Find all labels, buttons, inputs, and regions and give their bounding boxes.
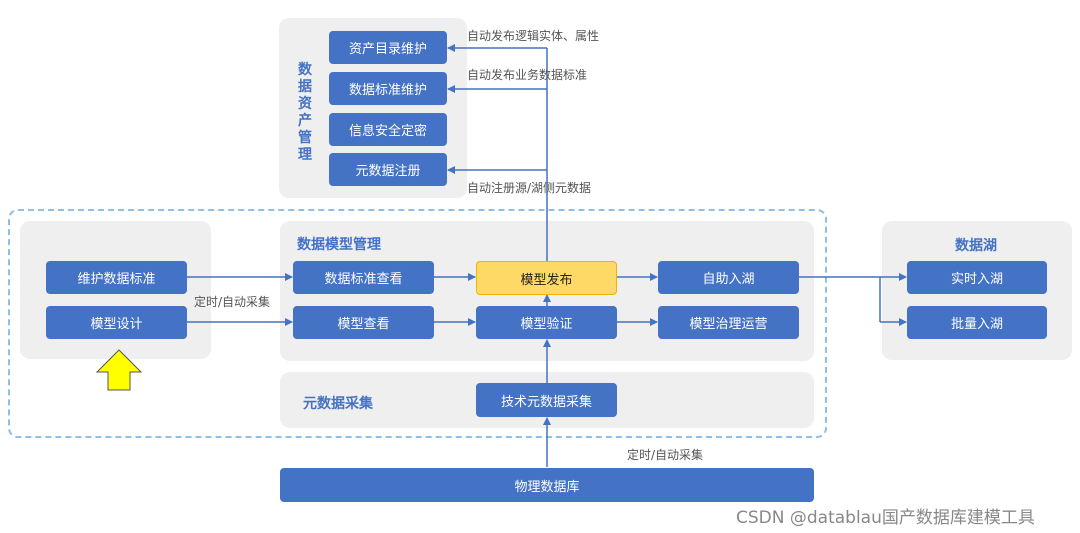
info-security-box: 信息安全定密	[329, 113, 447, 146]
asset-mgmt-title: 数据资产管理	[298, 62, 312, 163]
tech-meta-collect-box: 技术元数据采集	[476, 383, 617, 417]
label-timed-collect-bottom: 定时/自动采集	[627, 448, 704, 462]
dashed-boundary	[8, 209, 827, 438]
asset-catalog-box: 资产目录维护	[329, 31, 447, 64]
model-mgmt-title: 数据模型管理	[297, 237, 381, 253]
label-register: 自动注册源/湖侧元数据	[467, 181, 592, 195]
label-timed-collect: 定时/自动采集	[194, 295, 271, 309]
model-publish-box: 模型发布	[476, 261, 617, 295]
data-standard-box: 数据标准维护	[329, 72, 447, 105]
meta-collect-title: 元数据采集	[303, 396, 373, 412]
maintain-standard-box: 维护数据标准	[46, 261, 187, 294]
model-view-box: 模型查看	[293, 306, 434, 339]
physical-db-box: 物理数据库	[280, 468, 814, 502]
realtime-lake-box: 实时入湖	[907, 261, 1047, 294]
label-publish-std: 自动发布业务数据标准	[467, 68, 588, 82]
batch-lake-box: 批量入湖	[907, 306, 1047, 339]
model-verify-box: 模型验证	[476, 306, 617, 339]
model-governance-box: 模型治理运营	[658, 306, 799, 339]
metadata-register-box: 元数据注册	[329, 153, 447, 186]
self-lake-box: 自助入湖	[658, 261, 799, 294]
watermark: CSDN @datablau国产数据库建模工具	[736, 508, 1035, 528]
label-publish-entity: 自动发布逻辑实体、属性	[467, 29, 600, 43]
up-arrow-icon	[95, 349, 143, 391]
standard-view-box: 数据标准查看	[293, 261, 434, 294]
data-lake-title: 数据湖	[955, 238, 997, 254]
model-design-box: 模型设计	[46, 306, 187, 339]
